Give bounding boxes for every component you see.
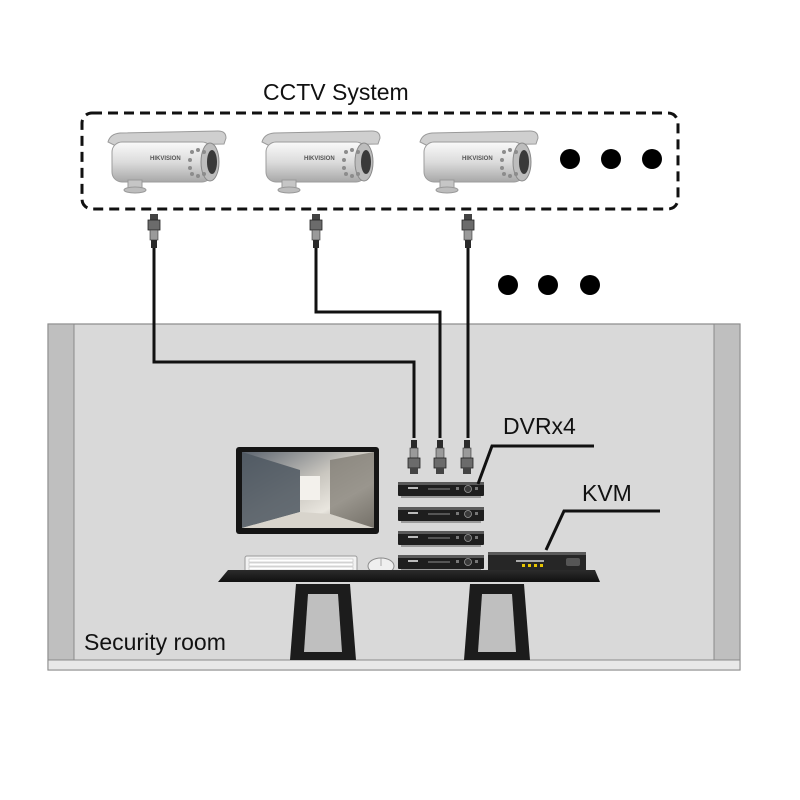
security-room [47, 323, 741, 671]
dvr-unit-icon [397, 506, 485, 524]
kvm-label: KVM [582, 480, 632, 506]
room-floor [47, 659, 741, 671]
ellipsis-dots-icon [560, 149, 662, 169]
desk [218, 570, 600, 660]
right-wall [713, 323, 741, 661]
bnc-connector-icon [461, 213, 475, 249]
left-wall [47, 323, 75, 661]
bnc-connector-icon [147, 213, 161, 249]
room-label: Security room [84, 629, 226, 655]
diagram-title: CCTV System [263, 79, 409, 105]
bullet-camera-icon [419, 130, 539, 194]
kvm-switch-icon [488, 552, 586, 572]
camera-brand: HIKVISION [304, 156, 335, 162]
cctv-system-group [80, 111, 680, 211]
camera-brand: HIKVISION [150, 156, 181, 162]
ellipsis-dots-icon [498, 275, 600, 295]
cable-camera-2 [314, 248, 442, 438]
dvr-unit-icon [397, 530, 485, 548]
monitor-icon [236, 447, 379, 534]
bnc-connector-icon [309, 213, 323, 249]
kvm-leader-line [544, 509, 660, 551]
video-cables [152, 248, 470, 438]
dvr-unit-icon [397, 481, 485, 499]
bullet-camera-icon [261, 130, 381, 194]
cable-camera-1 [152, 248, 416, 438]
dvr-leader-line [476, 444, 594, 485]
dvr-label: DVRx4 [503, 413, 576, 439]
camera-brand: HIKVISION [462, 156, 493, 162]
dvr-unit-icon [397, 554, 485, 572]
bullet-camera-icon [107, 130, 227, 194]
